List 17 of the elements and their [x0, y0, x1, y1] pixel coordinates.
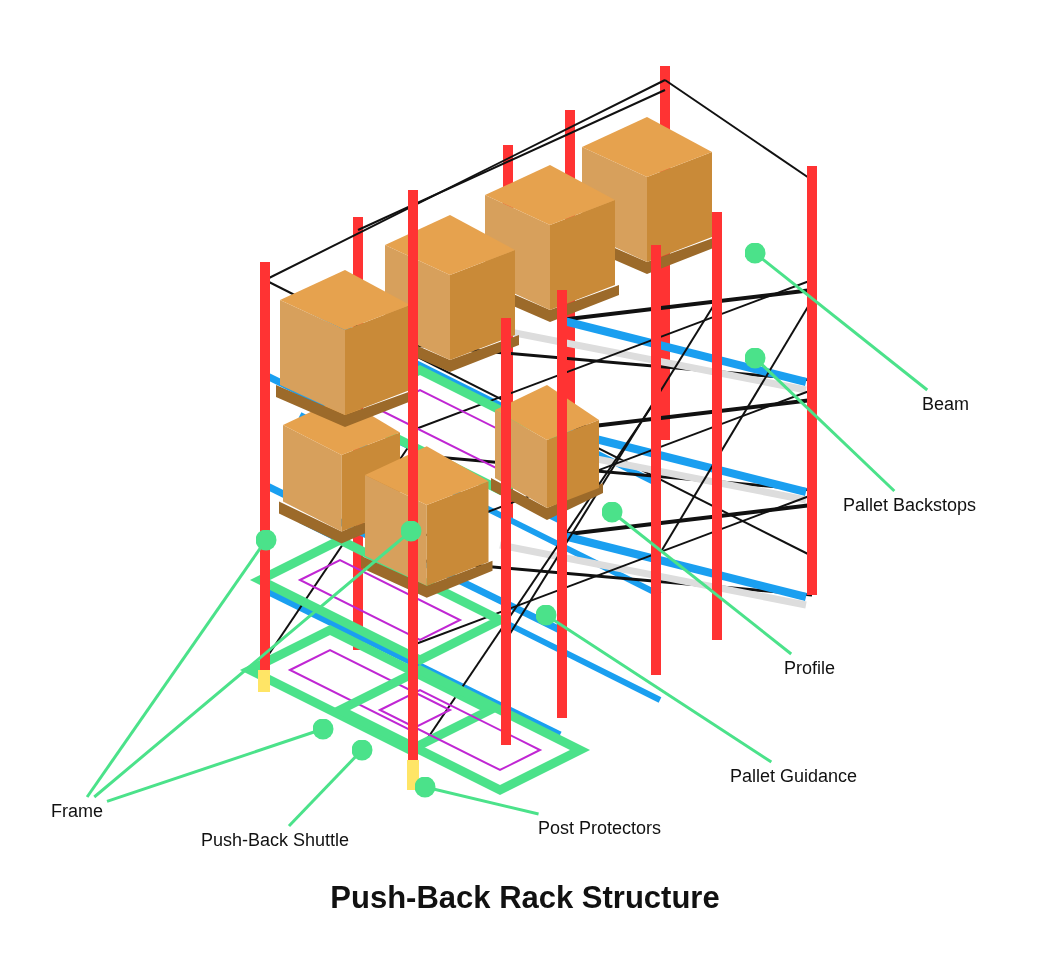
callout-label: Frame — [51, 801, 103, 822]
leader-line — [85, 529, 277, 798]
leader-line — [744, 347, 896, 493]
leader-line — [601, 501, 793, 656]
callout-label: Pallet Backstops — [843, 495, 977, 516]
leader-line — [414, 776, 539, 816]
leader-line — [287, 739, 373, 828]
leader-line — [535, 604, 773, 764]
callout-label: Pallet Guidance — [730, 766, 858, 787]
leader-line — [106, 718, 334, 803]
callout-label: Push-Back Shuttle — [201, 830, 350, 851]
callout-label: Post Protectors — [538, 818, 662, 839]
leader-line — [744, 242, 929, 392]
leader-line — [93, 520, 422, 799]
callout-label: Profile — [784, 658, 836, 679]
diagram-title: Push-Back Rack Structure — [329, 880, 721, 916]
callout-label: Beam — [922, 394, 970, 415]
